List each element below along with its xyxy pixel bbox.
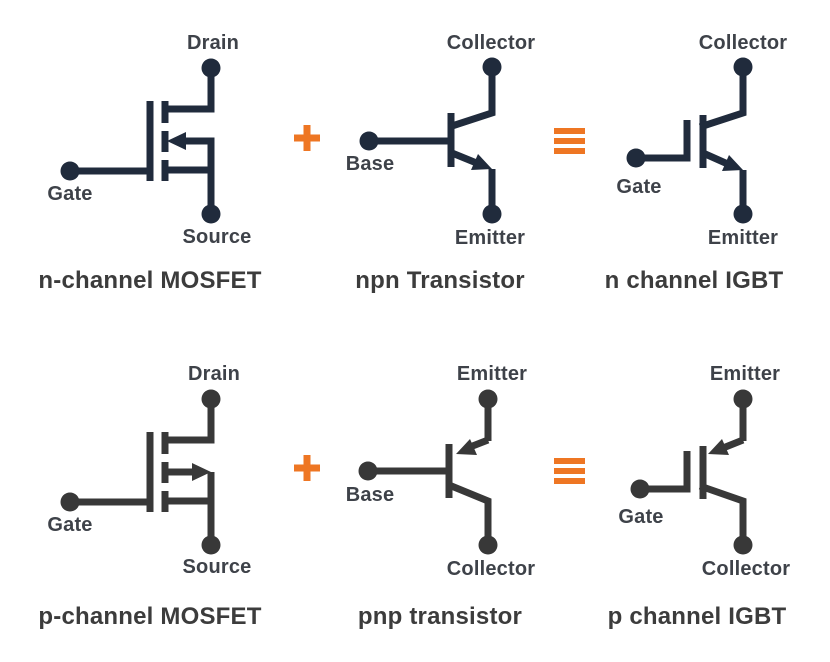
collector-terminal-dot <box>733 57 753 77</box>
plus-icon <box>294 125 320 151</box>
terminal-label-source: Source <box>182 556 252 578</box>
terminal-label-drain: Drain <box>187 363 241 385</box>
terminal-label-gate: Gate <box>616 176 662 198</box>
terminal-label-emitter: Emitter <box>709 363 781 385</box>
gate-terminal-dot <box>630 479 650 499</box>
gate-terminal-dot <box>626 148 646 168</box>
gate-terminal-dot <box>60 492 80 512</box>
base-terminal-dot <box>359 131 379 151</box>
terminal-label-base: Base <box>345 153 395 175</box>
terminal-label-emitter: Emitter <box>456 363 528 385</box>
p-channel-igbt-symbol <box>630 389 753 555</box>
emitter-arrow-out-icon <box>471 154 492 170</box>
terminal-label-gate: Gate <box>47 514 93 536</box>
emitter-terminal-dot <box>733 389 753 409</box>
collector-terminal-dot <box>733 535 753 555</box>
emitter-arrow-in-icon <box>708 439 729 455</box>
terminal-label-collector: Collector <box>701 558 791 580</box>
drain-terminal-dot <box>201 58 221 78</box>
terminal-label-collector: Collector <box>446 558 536 580</box>
equivalence-icon <box>554 458 585 484</box>
collector-terminal-dot <box>478 535 498 555</box>
drain-terminal-dot <box>201 389 221 409</box>
terminal-label-gate: Gate <box>47 183 93 205</box>
emitter-terminal-dot <box>478 389 498 409</box>
terminal-label-source: Source <box>182 226 252 248</box>
terminal-label-drain: Drain <box>186 32 240 54</box>
equivalence-icon <box>554 128 585 154</box>
symbol-title-npn-transistor: npn Transistor <box>355 267 525 294</box>
terminal-label-collector: Collector <box>698 32 788 54</box>
source-terminal-dot <box>201 204 221 224</box>
mosfet-arrow-in-icon <box>167 132 186 150</box>
npn-transistor-symbol <box>359 57 502 224</box>
n-channel-igbt-symbol <box>626 57 753 224</box>
emitter-arrow-in-icon <box>456 439 477 455</box>
n-channel-mosfet-symbol <box>60 58 221 224</box>
terminal-label-emitter: Emitter <box>707 227 779 249</box>
symbol-title-n-channel-mosfet: n-channel MOSFET <box>38 267 262 294</box>
symbol-title-p-channel-igbt: p channel IGBT <box>607 603 787 630</box>
gate-terminal-dot <box>60 161 80 181</box>
emitter-terminal-dot <box>733 204 753 224</box>
collector-terminal-dot <box>482 57 502 77</box>
terminal-label-collector: Collector <box>446 32 536 54</box>
terminal-label-base: Base <box>345 484 395 506</box>
base-terminal-dot <box>358 461 378 481</box>
source-terminal-dot <box>201 535 221 555</box>
pnp-transistor-symbol <box>358 389 498 555</box>
terminal-label-emitter: Emitter <box>454 227 526 249</box>
p-channel-mosfet-symbol <box>60 389 221 555</box>
plus-icon <box>294 455 320 481</box>
symbol-title-n-channel-igbt: n channel IGBT <box>604 267 784 294</box>
terminal-label-gate: Gate <box>618 506 664 528</box>
emitter-terminal-dot <box>482 204 502 224</box>
mosfet-arrow-out-icon <box>192 463 211 481</box>
symbol-title-p-channel-mosfet: p-channel MOSFET <box>38 603 262 630</box>
emitter-arrow-out-icon <box>722 155 743 171</box>
symbol-title-pnp-transistor: pnp transistor <box>357 603 523 630</box>
